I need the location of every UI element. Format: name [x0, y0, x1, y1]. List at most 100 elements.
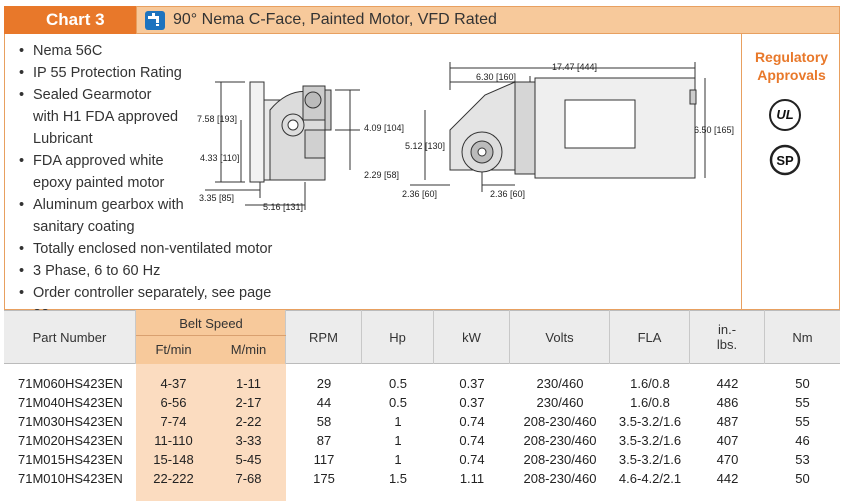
cell-part: 71M040HS423EN: [18, 395, 123, 410]
ul-logo-icon: UL: [769, 99, 801, 131]
cell-inlbs: 486: [716, 395, 739, 410]
cell-hp: 0.5: [388, 395, 408, 410]
col-header-belt-speed: Belt Speed: [179, 316, 243, 331]
cell-kw: 0.37: [459, 376, 485, 391]
svg-text:SP: SP: [776, 153, 794, 168]
cell-volts: 208-230/460: [523, 471, 597, 486]
dim-label: 6.50 [165]: [694, 125, 735, 135]
cell-inlbs: 487: [716, 414, 739, 429]
feature-item: Aluminum gearbox with sanitary coating: [19, 194, 189, 238]
col-header-fla: FLA: [610, 310, 690, 364]
cell-hp: 1: [394, 414, 402, 429]
cell-inlbs: 407: [716, 433, 739, 448]
cell-fla: 1.6/0.8: [630, 395, 670, 410]
cell-rpm: 117: [313, 452, 335, 467]
cell-volts: 208-230/460: [523, 414, 597, 429]
cell-part: 71M030HS423EN: [18, 414, 123, 429]
cell-m: 1-11: [235, 376, 262, 391]
cell-nm: 55: [795, 395, 810, 410]
cell-nm: 46: [795, 433, 810, 448]
cell-volts: 208-230/460: [523, 452, 597, 467]
cell-hp: 1.5: [388, 471, 408, 486]
col-header-ft-min: Ft/min: [155, 342, 192, 357]
dim-label: 2.36 [60]: [490, 189, 526, 199]
cell-inlbs: 470: [716, 452, 739, 467]
cell-m: 3-33: [235, 433, 262, 448]
cell-rpm: 58: [316, 414, 332, 429]
chart-label: Chart 3: [4, 6, 136, 34]
cell-kw: 1.11: [459, 471, 485, 486]
cell-nm: 50: [795, 376, 810, 391]
cell-volts: 230/460: [536, 376, 584, 391]
dim-label: 4.33 [110]: [200, 153, 240, 163]
chart-header: Chart 3 90° Nema C-Face, Painted Motor, …: [0, 6, 844, 34]
cell-inlbs: 442: [716, 471, 739, 486]
cell-kw: 0.74: [459, 452, 485, 467]
cell-rpm: 29: [316, 376, 332, 391]
cell-ft: 11-110: [154, 433, 193, 448]
belt-speed-rule: [136, 335, 286, 336]
cell-hp: 1: [394, 452, 402, 467]
cell-ft: 15-148: [153, 452, 194, 467]
cell-ft: 7-74: [160, 414, 187, 429]
cell-part: 71M060HS423EN: [18, 376, 123, 391]
feature-item: Sealed Gearmotor with H1 FDA approved Lu…: [19, 84, 179, 150]
cell-part: 71M015HS423EN: [18, 452, 123, 467]
gearmotor-drawing: [205, 62, 706, 210]
cell-part: 71M020HS423EN: [18, 433, 123, 448]
belt-speed-header: [136, 310, 286, 364]
col-header-volts: Volts: [510, 310, 610, 364]
cell-part: 71M010HS423EN: [18, 471, 123, 486]
feature-item: FDA approved white epoxy painted motor: [19, 150, 194, 194]
cell-fla: 3.5-3.2/1.6: [618, 414, 682, 429]
cell-m: 2-17: [235, 395, 262, 410]
chart-title: 90° Nema C-Face, Painted Motor, VFD Rate…: [173, 11, 497, 28]
faucet-icon: [145, 11, 165, 30]
cell-fla: 3.5-3.2/1.6: [618, 452, 682, 467]
cell-m: 5-45: [235, 452, 262, 467]
cell-ft: 22-222: [153, 471, 194, 486]
cell-fla: 1.6/0.8: [630, 376, 670, 391]
cell-m: 2-22: [235, 414, 262, 429]
col-header-part-number: Part Number: [4, 310, 136, 364]
feature-item: Totally enclosed non-ventilated motor: [19, 238, 289, 260]
dim-label: 7.58 [193]: [197, 114, 238, 124]
cell-ft: 6-56: [160, 395, 187, 410]
cell-ft: 4-37: [160, 376, 187, 391]
col-header-kw: kW: [434, 310, 510, 364]
cell-rpm: 175: [313, 471, 335, 486]
col-header-nm: Nm: [792, 329, 813, 345]
feature-item: 3 Phase, 6 to 60 Hz: [19, 260, 289, 282]
cell-fla: 3.5-3.2/1.6: [618, 433, 682, 448]
dim-label: 5.12 [130]: [405, 141, 446, 151]
cell-nm: 53: [795, 452, 810, 467]
col-header-rpm: RPM: [286, 310, 362, 364]
dim-label: 2.29 [58]: [364, 170, 400, 180]
cell-m: 7-68: [235, 471, 262, 486]
cell-kw: 0.37: [459, 395, 485, 410]
feature-item: Nema 56C: [19, 40, 289, 62]
regulatory-title: Regulatory Approvals: [754, 49, 829, 83]
cell-volts: 230/460: [536, 395, 584, 410]
cell-nm: 50: [795, 471, 810, 486]
cell-volts: 208-230/460: [523, 433, 597, 448]
csa-logo-icon: SP: [769, 144, 801, 176]
cell-kw: 0.74: [459, 414, 485, 429]
dim-label: 2.36 [60]: [402, 189, 438, 199]
col-header-m-min: M/min: [230, 342, 267, 357]
cell-inlbs: 442: [716, 376, 739, 391]
feature-item: IP 55 Protection Rating: [19, 62, 289, 84]
col-header-hp: Hp: [362, 310, 434, 364]
cell-hp: 0.5: [388, 376, 408, 391]
dim-label: 6.30 [160]: [476, 72, 517, 82]
title-band: 90° Nema C-Face, Painted Motor, VFD Rate…: [136, 6, 840, 34]
dim-label: 5.16 [131]: [263, 202, 304, 212]
cell-kw: 0.74: [459, 433, 485, 448]
cell-rpm: 44: [316, 395, 332, 410]
dim-label: 17.47 [444]: [552, 62, 598, 72]
cell-hp: 1: [394, 433, 402, 448]
cell-nm: 55: [795, 414, 810, 429]
dim-label: 3.35 [85]: [199, 193, 235, 203]
cell-rpm: 87: [316, 433, 332, 448]
dim-label: 4.09 [104]: [364, 123, 405, 133]
